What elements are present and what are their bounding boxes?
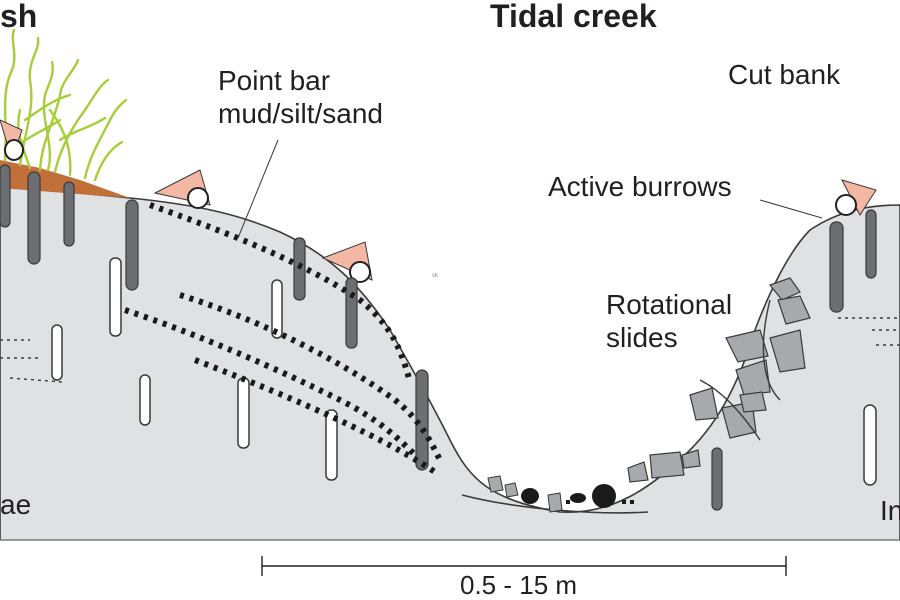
marsh-laminae [0,317,900,383]
active-burrows [0,164,877,511]
marsh-vegetation [3,28,128,182]
scale-bar-label: 0.5 - 15 m [460,570,578,600]
crab-icon [835,179,877,217]
point-bar-label: Point bar mud/silt/sand [218,64,383,130]
rotational-slides-label: Rotational slides [606,288,732,354]
crab-icon [153,169,211,209]
tiny-mark: sk [432,273,438,279]
rotational-slides-line2: slides [606,322,678,353]
active-burrows-label: Active burrows [548,171,732,202]
crab-icon [0,119,24,162]
marsh-heading: sh [0,0,38,34]
relict-burrows [51,257,877,486]
active-burrows-leader [759,199,823,219]
left-edge-label: ae [0,489,32,520]
crab-icon [321,241,373,283]
cut-bank-label: Cut bank [728,59,841,90]
slide-scarps [699,299,781,441]
rotational-slide-blocks [627,277,811,483]
point-bar-label-line1: Point bar [218,65,331,96]
right-edge-label: In [880,495,900,526]
point-bar-leader [237,139,279,239]
scale-bar [261,556,787,576]
tidal-creek-heading: Tidal creek [490,0,657,34]
point-bar-laminae [124,202,443,475]
point-bar-label-line2: mud/silt/sand [218,98,383,129]
rotational-slides-line1: Rotational [606,289,733,320]
channel-lag [461,475,649,514]
